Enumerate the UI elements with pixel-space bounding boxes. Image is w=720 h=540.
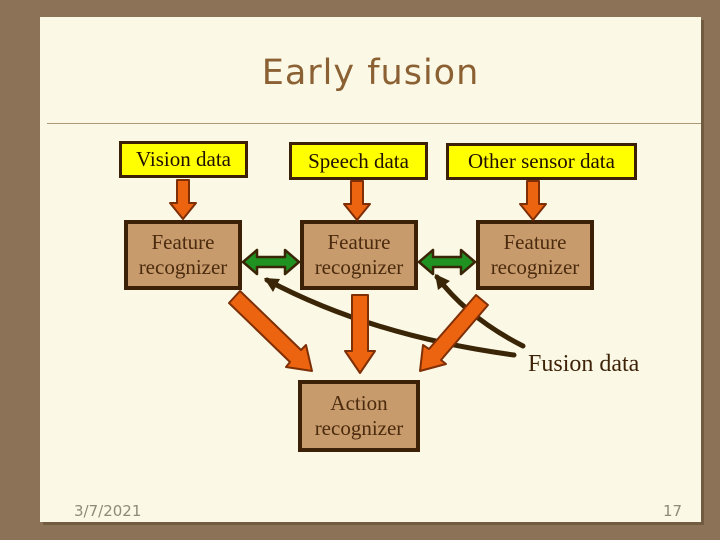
feature-label-line2: recognizer	[138, 255, 228, 279]
feature-label-line2: recognizer	[490, 255, 580, 279]
feature-label-line1: Feature	[327, 229, 391, 254]
fusion-data-label: Fusion data	[528, 351, 640, 377]
action-label-line1: Action	[330, 390, 388, 415]
other-sensor-data-box: Other sensor data	[446, 143, 637, 180]
other-sensor-data-label: Other sensor data	[468, 149, 615, 173]
feature-recognizer-box-left: Feature recognizer	[124, 220, 242, 290]
speech-data-label: Speech data	[308, 148, 409, 173]
title-divider	[47, 123, 701, 124]
feature-label-line1: Feature	[503, 229, 567, 254]
action-label-line2: recognizer	[314, 416, 404, 440]
slide-date: 3/7/2021	[74, 502, 142, 520]
speech-data-box: Speech data	[289, 142, 428, 180]
vision-data-label: Vision data	[136, 147, 231, 171]
feature-label-line2: recognizer	[314, 255, 404, 279]
slide-title: Early fusion	[261, 53, 480, 93]
action-recognizer-box: Action recognizer	[298, 380, 420, 452]
feature-recognizer-box-right: Feature recognizer	[476, 220, 594, 290]
feature-recognizer-box-middle: Feature recognizer	[300, 220, 418, 290]
vision-data-box: Vision data	[119, 141, 248, 178]
feature-label-line1: Feature	[151, 229, 215, 254]
slide-page-number: 17	[663, 502, 683, 520]
